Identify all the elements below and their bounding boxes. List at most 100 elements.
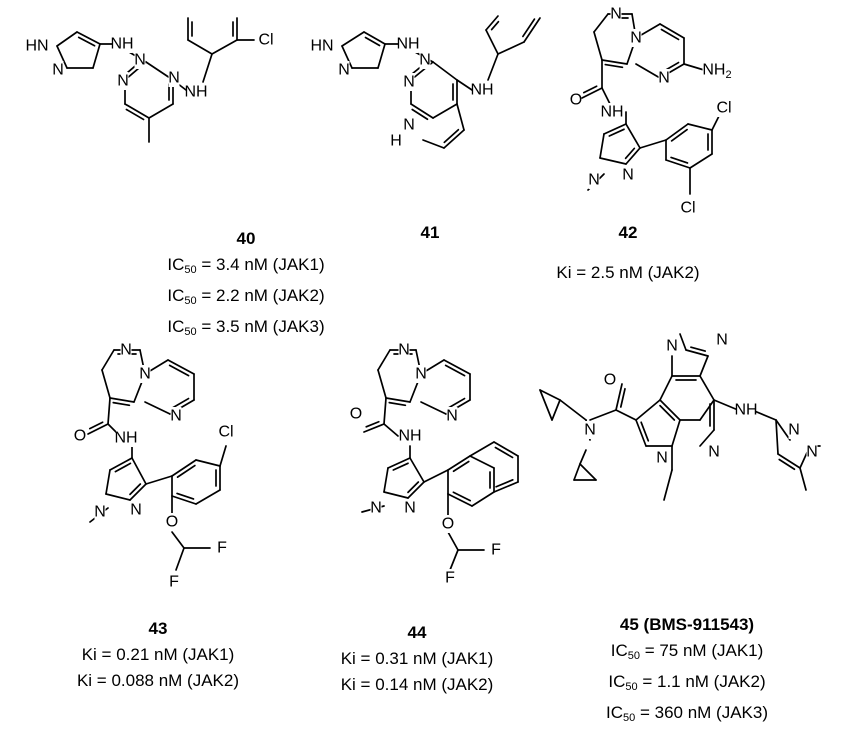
atom-label: NH xyxy=(734,401,758,419)
atom-label: Cl xyxy=(678,199,698,217)
bond xyxy=(659,375,673,401)
svg-text:F: F xyxy=(169,574,179,591)
atom-label: N xyxy=(806,443,818,461)
bond xyxy=(88,421,104,430)
bond xyxy=(219,445,227,467)
bond xyxy=(202,53,213,83)
activity-subscript: 50 xyxy=(184,295,197,307)
activity-lines: Ki = 0.31 nM (JAK1)Ki = 0.14 nM (JAK2) xyxy=(297,646,537,698)
bond xyxy=(624,147,636,160)
bond xyxy=(109,397,135,403)
svg-text:N: N xyxy=(168,70,180,87)
bond xyxy=(659,399,681,421)
svg-text:O: O xyxy=(166,514,178,531)
bond xyxy=(195,489,221,505)
svg-text:N: N xyxy=(716,332,728,349)
activity-lines: Ki = 2.5 nM (JAK2) xyxy=(508,260,748,286)
atom-label: NH2 xyxy=(702,61,732,81)
bond xyxy=(388,401,407,407)
bond xyxy=(603,123,627,135)
atom-label: N xyxy=(716,331,728,349)
activity-value: Ki = 0.088 nM (JAK2) xyxy=(76,671,240,690)
bond xyxy=(365,420,380,428)
bond xyxy=(107,397,111,425)
bond xyxy=(670,128,688,142)
activity-prefix: IC xyxy=(167,286,185,305)
bond xyxy=(447,531,459,551)
compound-45-caption: 45 (BMS-911543) IC50 = 75 nM (JAK1)IC50 … xyxy=(567,612,807,731)
svg-text:Cl: Cl xyxy=(680,200,695,217)
svg-text:N: N xyxy=(120,342,132,359)
bond xyxy=(125,108,145,121)
svg-text:NH: NH xyxy=(734,402,757,419)
bond xyxy=(92,43,101,69)
svg-text:O: O xyxy=(350,406,362,423)
atom-label: N xyxy=(170,407,182,425)
compound-41-caption: 41 xyxy=(310,220,550,246)
atom-label: O xyxy=(74,427,86,445)
svg-text:NH: NH xyxy=(470,82,493,99)
bond xyxy=(452,491,472,502)
atom-label: N xyxy=(610,5,622,23)
activity-line: IC50 = 3.4 nM (JAK1) xyxy=(126,252,366,283)
bond xyxy=(799,467,807,491)
bond xyxy=(76,31,101,45)
atom-label: HN xyxy=(310,37,334,55)
compound-42-caption: 42 Ki = 2.5 nM (JAK2) xyxy=(508,220,748,286)
compound-44-caption: 44 Ki = 0.31 nM (JAK1)Ki = 0.14 nM (JAK2… xyxy=(297,620,537,698)
activity-prefix: IC xyxy=(610,641,628,660)
svg-text:N: N xyxy=(806,444,818,461)
bond xyxy=(377,43,386,69)
bond xyxy=(495,478,514,488)
bond xyxy=(687,123,713,131)
bond xyxy=(443,128,460,144)
atom-label: NH xyxy=(114,429,138,447)
svg-text:NH: NH xyxy=(184,84,207,101)
bond xyxy=(383,467,389,493)
svg-text:N: N xyxy=(117,73,129,90)
activity-value: = 1.1 nM (JAK2) xyxy=(637,672,766,691)
atom-label: N xyxy=(622,166,634,184)
bond xyxy=(635,399,661,421)
activity-line: Ki = 0.31 nM (JAK1) xyxy=(297,646,537,672)
bond xyxy=(383,423,399,437)
atom-label: F xyxy=(168,573,180,591)
bond xyxy=(175,547,185,571)
bond xyxy=(387,457,411,469)
activity-lines: IC50 = 3.4 nM (JAK1)IC50 = 2.2 nM (JAK2)… xyxy=(126,252,366,345)
bond xyxy=(490,20,500,31)
atom-label: O xyxy=(570,91,582,109)
bond xyxy=(493,441,519,457)
bond xyxy=(56,45,68,69)
bond xyxy=(124,103,150,119)
svg-text:O: O xyxy=(442,516,454,533)
bond xyxy=(364,36,381,47)
bond xyxy=(659,23,685,39)
bond xyxy=(211,39,238,55)
svg-text:N: N xyxy=(94,504,106,521)
bond xyxy=(420,401,447,415)
svg-text:HN: HN xyxy=(25,38,48,55)
bond xyxy=(494,446,514,459)
svg-text:N: N xyxy=(419,52,431,69)
atom-label: N xyxy=(446,407,458,425)
activity-line: IC50 = 1.1 nM (JAK2) xyxy=(567,669,807,700)
bond xyxy=(114,462,132,473)
bond xyxy=(112,401,131,407)
bond xyxy=(777,453,801,469)
activity-subscript: 50 xyxy=(184,326,197,338)
bond xyxy=(690,346,707,352)
bond xyxy=(497,41,525,55)
bond xyxy=(639,139,667,149)
svg-text:F: F xyxy=(491,542,501,559)
bond xyxy=(101,369,111,399)
bond xyxy=(109,457,133,471)
atom-label: NH xyxy=(184,83,208,101)
activity-subscript: 50 xyxy=(627,650,640,662)
atom-label: N xyxy=(130,501,142,519)
atom-label: N xyxy=(370,499,382,517)
bond xyxy=(449,549,459,571)
bond xyxy=(671,419,681,447)
activity-subscript: 50 xyxy=(184,264,197,276)
